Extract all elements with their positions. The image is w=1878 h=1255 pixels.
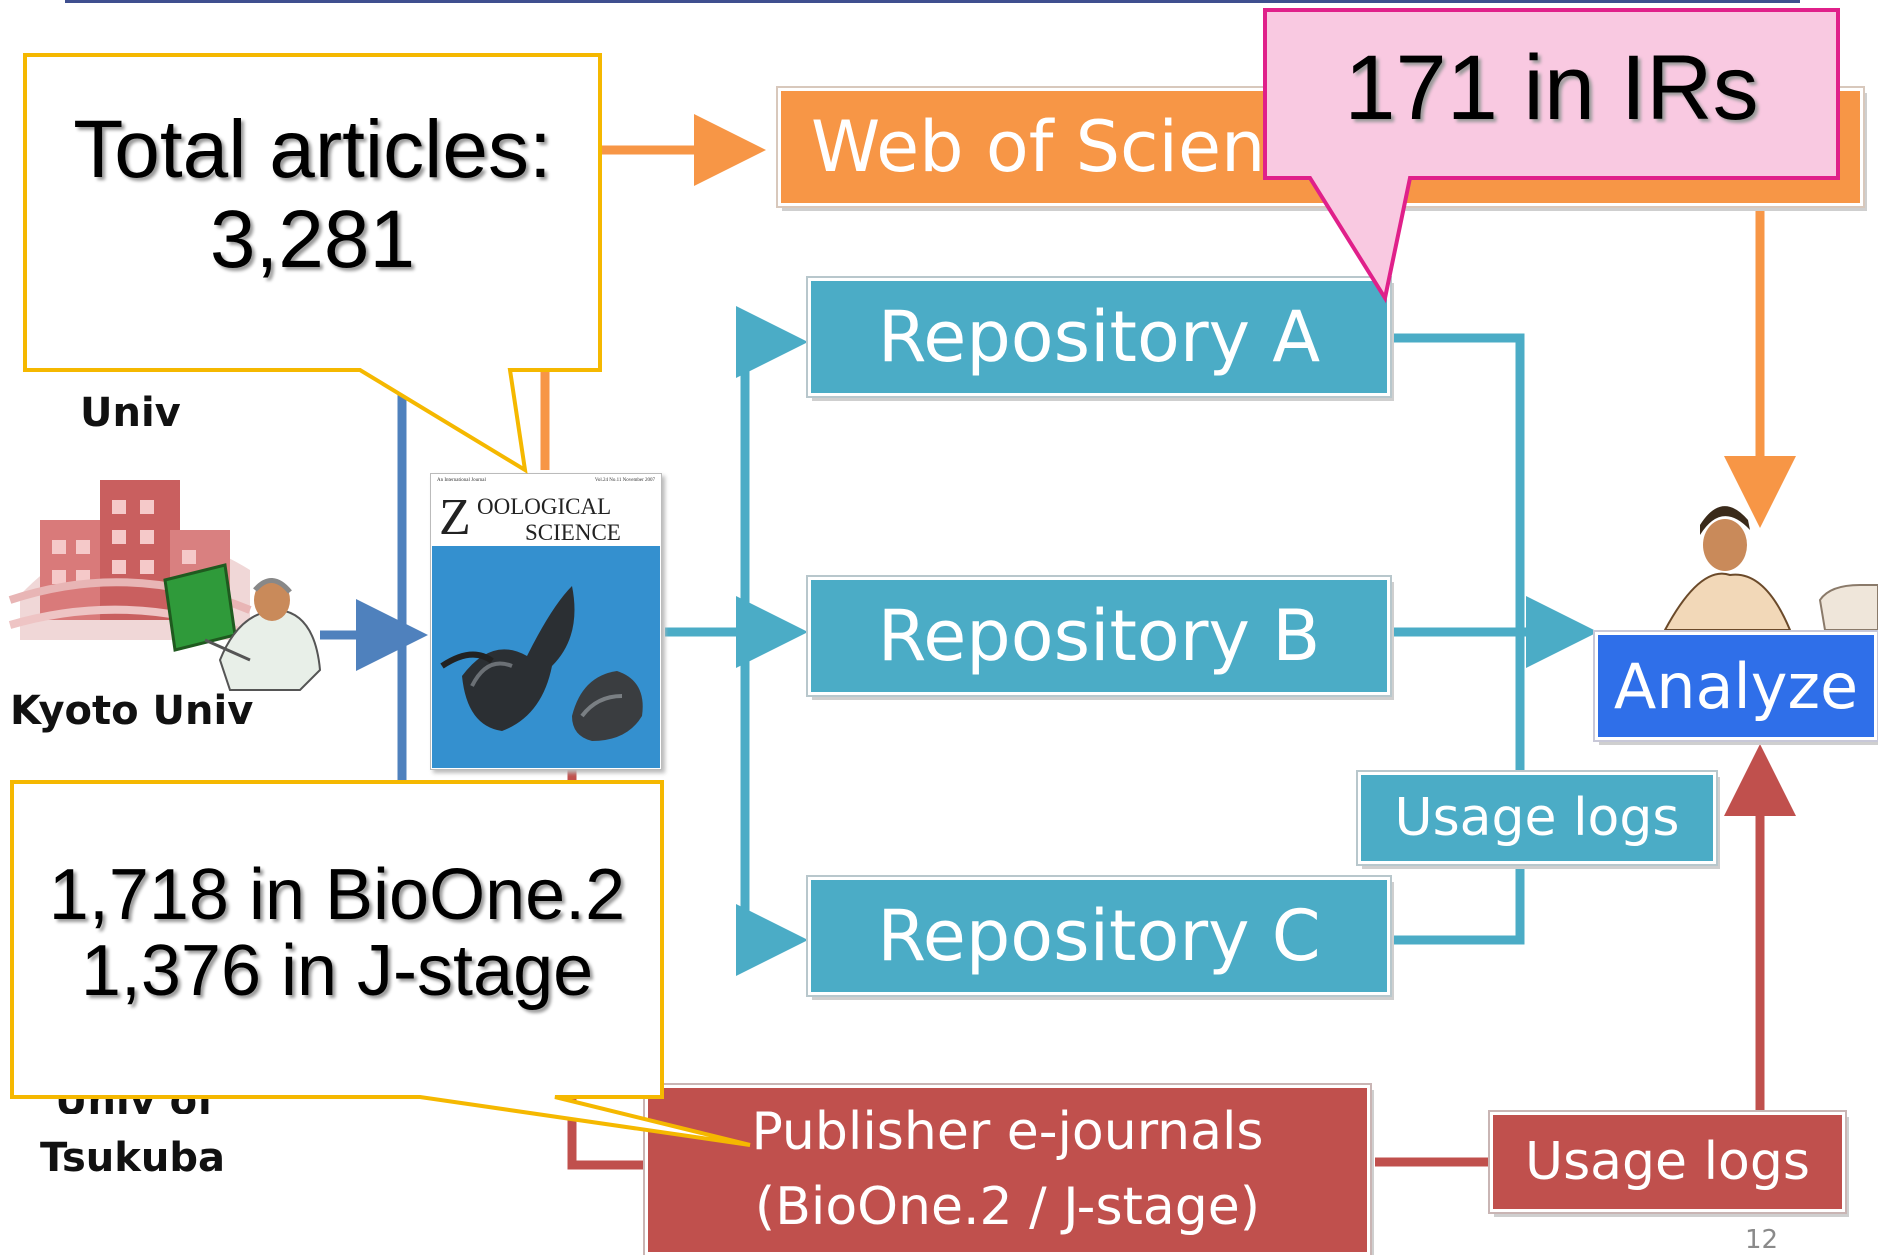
repository-c-label: Repository C bbox=[877, 895, 1321, 977]
cover-title-line1: OOLOGICAL bbox=[477, 494, 612, 519]
usage-logs-red-label: Usage logs bbox=[1525, 1132, 1810, 1192]
tsukuba-label: Tsukuba bbox=[40, 1135, 225, 1181]
cover-header-left: An International Journal bbox=[437, 478, 486, 483]
callout-irs-text: 171 in IRs bbox=[1344, 37, 1759, 139]
repository-a-box: Repository A bbox=[806, 276, 1392, 398]
publisher-label-line1: Publisher e-journals bbox=[751, 1101, 1264, 1162]
repository-a-label: Repository A bbox=[877, 296, 1321, 378]
analyze-label: Analyze bbox=[1613, 649, 1859, 723]
page-number: 12 bbox=[1745, 1225, 1779, 1255]
callout-total-line1: Total articles: bbox=[73, 104, 552, 195]
univ-label: Univ bbox=[80, 390, 181, 436]
usage-logs-red-box: Usage logs bbox=[1488, 1110, 1847, 1214]
cover-title-initial: Z bbox=[439, 489, 471, 546]
repository-b-label: Repository B bbox=[877, 595, 1321, 677]
usage-logs-teal-label: Usage logs bbox=[1394, 788, 1680, 848]
publisher-box: Publisher e-journals (BioOne.2 / J-stage… bbox=[643, 1083, 1372, 1255]
publisher-label-line2: (BioOne.2 / J-stage) bbox=[754, 1177, 1261, 1237]
callout-bioone-text: 1,718 in BioOne.2 1,376 in J-stage bbox=[12, 855, 662, 1011]
beetle-image bbox=[440, 586, 643, 741]
repository-b-box: Repository B bbox=[806, 575, 1392, 697]
cover-header-right: Vol.24 No.11 November 2007 bbox=[594, 478, 655, 483]
callout-total-text: Total articles: 3,281 bbox=[25, 104, 600, 286]
callout-total-line2: 3,281 bbox=[209, 194, 416, 286]
callout-bioone-line2: 1,376 in J-stage bbox=[80, 930, 594, 1011]
top-rule bbox=[65, 0, 1800, 3]
web-of-science-label: Web of Science bbox=[811, 106, 1347, 188]
kyoto-univ-label: Kyoto Univ bbox=[10, 688, 254, 734]
callout-bioone-line1: 1,718 in BioOne.2 bbox=[48, 855, 626, 935]
usage-logs-teal-box: Usage logs bbox=[1356, 770, 1718, 866]
teal-repo-a-out bbox=[1390, 333, 1525, 945]
journal-cover: An International Journal Vol.24 No.11 No… bbox=[430, 473, 662, 770]
analyze-box: Analyze bbox=[1593, 630, 1878, 742]
repository-c-box: Repository C bbox=[806, 875, 1392, 997]
cover-photo bbox=[432, 546, 660, 768]
cover-title-line2: SCIENCE bbox=[525, 520, 621, 545]
